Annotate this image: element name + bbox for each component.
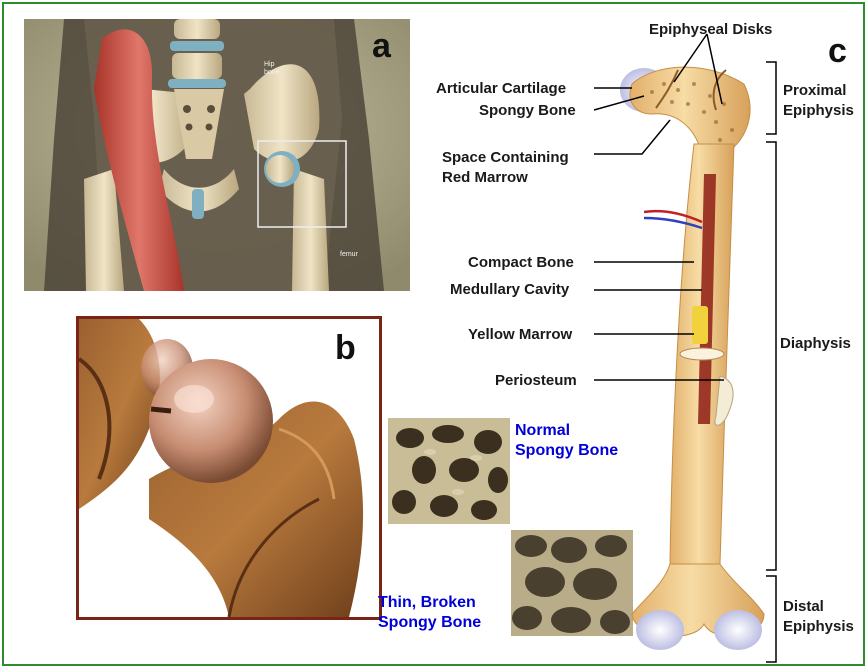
label-diaphysis: Diaphysis (780, 335, 851, 352)
label-red-marrow: Red Marrow (442, 169, 528, 186)
yellow-marrow-shape (692, 306, 708, 344)
label-compact-bone: Compact Bone (468, 254, 574, 271)
label-spongy-bone: Spongy Bone (479, 102, 576, 119)
proximal-epiphysis-bone (630, 67, 750, 154)
panel-c-letter: c (828, 34, 847, 68)
label-distal: Distal (783, 598, 824, 615)
label-yellow-marrow: Yellow Marrow (468, 326, 572, 343)
label-periosteum: Periosteum (495, 372, 577, 389)
label-space-containing: Space Containing (442, 149, 569, 166)
diaphysis-bracket (766, 142, 776, 570)
label-articular-cartilage: Articular Cartilage (436, 80, 566, 97)
label-distal-epiphysis: Epiphysis (783, 618, 854, 635)
distal-cartilage-right (714, 610, 762, 650)
label-medullary-cavity: Medullary Cavity (450, 281, 569, 298)
distal-cartilage-left (636, 610, 684, 650)
label-proximal-epiphysis: Epiphysis (783, 102, 854, 119)
proximal-epiphysis-bracket (766, 62, 776, 134)
label-proximal: Proximal (783, 82, 846, 99)
label-epiphyseal-disks: Epiphyseal Disks (649, 21, 772, 38)
long-bone-diagram (4, 4, 863, 664)
distal-epiphysis-bracket (766, 576, 776, 662)
